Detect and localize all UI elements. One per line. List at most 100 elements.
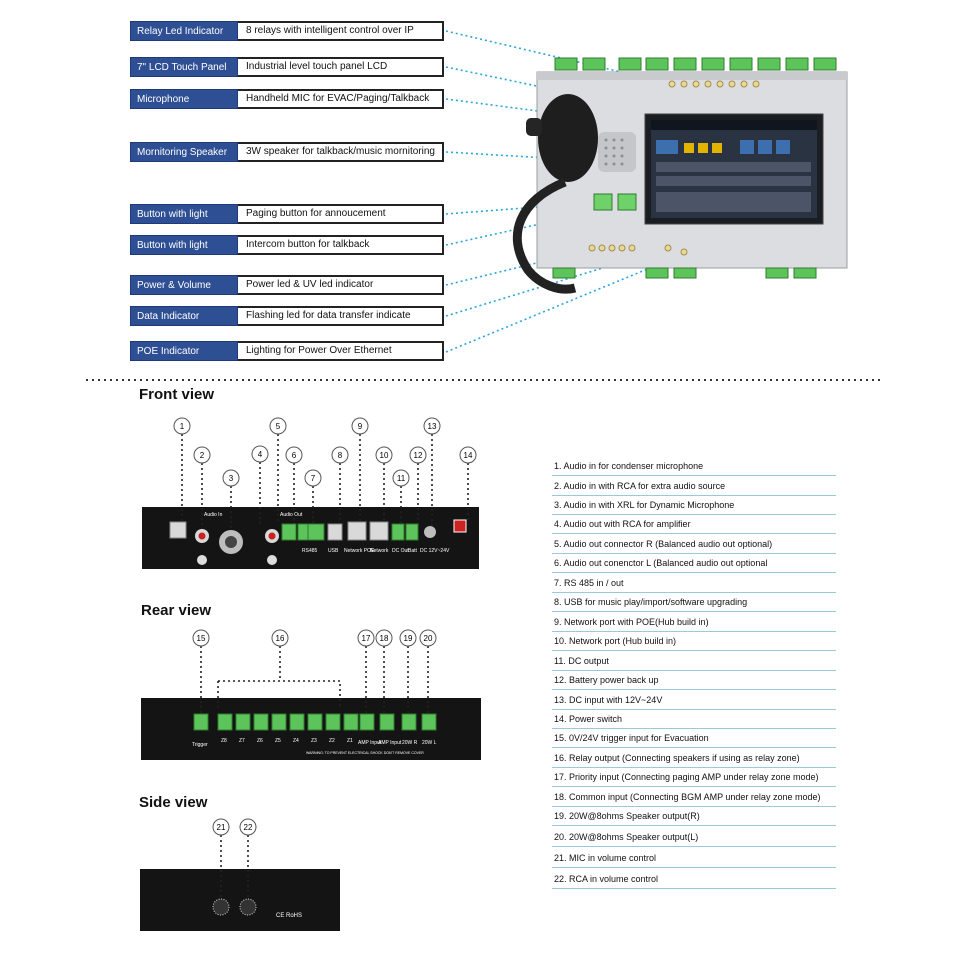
legend-item: 1. Audio in for condenser microphone bbox=[552, 458, 836, 476]
number-marker bbox=[351, 417, 369, 435]
zone-label: Z7 bbox=[239, 738, 245, 744]
audio-in-label: Audio In bbox=[204, 512, 223, 518]
number-marker bbox=[212, 818, 230, 836]
legend-item: 2. Audio in with RCA for extra audio sou… bbox=[552, 478, 836, 496]
number-marker bbox=[392, 469, 410, 487]
leader-line bbox=[445, 204, 626, 246]
side-view-title: Side view bbox=[139, 794, 208, 811]
leader-line bbox=[445, 247, 669, 317]
zone-label: Z3 bbox=[311, 738, 317, 744]
front-view-title: Front view bbox=[139, 386, 215, 403]
callout-tag: Data Indicator bbox=[130, 306, 238, 326]
number-marker bbox=[357, 629, 375, 647]
trigger-label: Trigger bbox=[192, 742, 208, 748]
batt-label: Batt bbox=[408, 548, 418, 554]
usb-label: USB bbox=[328, 548, 339, 554]
zone-label: Z6 bbox=[257, 738, 263, 744]
device-body bbox=[536, 57, 848, 279]
number-marker-label: 1 bbox=[180, 422, 185, 431]
number-marker bbox=[423, 417, 441, 435]
warning-label: WARNING: TO PREVENT ELECTRICAL SHOCK DON… bbox=[306, 751, 424, 755]
callout-tag: Mornitoring Speaker bbox=[130, 142, 238, 162]
amp-input-label-2: AMP Input bbox=[378, 740, 402, 746]
network-label: Network bbox=[370, 548, 389, 554]
number-marker-label: 7 bbox=[311, 474, 316, 483]
zone-label: Z2 bbox=[329, 738, 335, 744]
callout-description: Flashing led for data transfer indicate bbox=[238, 306, 444, 326]
number-marker-label: 19 bbox=[404, 634, 413, 643]
legend-item: 18. Common input (Connecting BGM AMP und… bbox=[552, 789, 836, 807]
callout-tag: Power & Volume bbox=[130, 275, 238, 295]
rs485-label: RS485 bbox=[302, 548, 318, 554]
callout-tag: Microphone bbox=[130, 89, 238, 109]
dc-out-label: DC Out bbox=[392, 548, 409, 554]
number-marker bbox=[331, 446, 349, 464]
callout-description: 8 relays with intelligent control over I… bbox=[238, 21, 444, 41]
leader-line bbox=[445, 66, 657, 112]
callout-description: 3W speaker for talkback/music mornitorin… bbox=[238, 142, 444, 162]
number-marker-label: 11 bbox=[397, 474, 406, 483]
number-marker bbox=[251, 445, 269, 463]
zone-label: Z5 bbox=[275, 738, 281, 744]
number-marker-label: 13 bbox=[428, 422, 437, 431]
legend-item: 13. DC input with 12V~24V bbox=[552, 692, 836, 710]
number-marker-label: 16 bbox=[276, 634, 285, 643]
legend-item: 3. Audio in with XRL for Dynamic Microph… bbox=[552, 497, 836, 515]
legend-item: 16. Relay output (Connecting speakers if… bbox=[552, 750, 836, 768]
amp-input-label-1: AMP Input bbox=[358, 740, 382, 746]
legend-item: 17. Priority input (Connecting paging AM… bbox=[552, 769, 836, 787]
number-marker-label: 3 bbox=[229, 474, 234, 483]
legend-item: 10. Network port (Hub build in) bbox=[552, 633, 836, 651]
number-marker bbox=[285, 446, 303, 464]
number-marker bbox=[304, 469, 322, 487]
callout-description: Paging button for annoucement bbox=[238, 204, 444, 224]
legend-item: 22. RCA in volume control bbox=[552, 871, 836, 889]
device-illustration bbox=[445, 30, 848, 353]
number-marker bbox=[409, 446, 427, 464]
out-l-label: 20W L bbox=[422, 740, 437, 746]
number-marker-label: 21 bbox=[217, 823, 226, 832]
legend-item: 21. MIC in volume control bbox=[552, 850, 836, 868]
callout-tag: POE Indicator bbox=[130, 341, 238, 361]
legend-item: 12. Battery power back up bbox=[552, 672, 836, 690]
number-marker-label: 10 bbox=[380, 451, 389, 460]
callout-description: Power led & UV led indicator bbox=[238, 275, 444, 295]
number-marker-label: 20 bbox=[424, 634, 433, 643]
network-poe-label: Network POE bbox=[344, 548, 375, 554]
zone-label: Z4 bbox=[293, 738, 299, 744]
number-marker bbox=[269, 417, 287, 435]
number-marker-label: 17 bbox=[362, 634, 371, 643]
number-marker-label: 8 bbox=[338, 451, 343, 460]
callout-description: Intercom button for talkback bbox=[238, 235, 444, 255]
number-marker bbox=[192, 629, 210, 647]
zone-label: Z1 bbox=[347, 738, 353, 744]
legend-item: 11. DC output bbox=[552, 653, 836, 671]
number-marker-label: 15 bbox=[197, 634, 206, 643]
number-marker-label: 14 bbox=[464, 451, 473, 460]
number-marker-label: 12 bbox=[414, 451, 423, 460]
dc-label: DC 12V~24V bbox=[420, 548, 450, 554]
legend-list: 1. Audio in for condenser microphone 2. A… bbox=[552, 458, 836, 890]
callout-description: Handheld MIC for EVAC/Paging/Talkback bbox=[238, 89, 444, 109]
number-marker bbox=[173, 417, 191, 435]
audio-out-label: Audio Out bbox=[280, 512, 303, 518]
number-marker-label: 18 bbox=[380, 634, 389, 643]
number-marker bbox=[459, 446, 477, 464]
callout-tag: 7" LCD Touch Panel bbox=[130, 57, 238, 77]
callout-description: Industrial level touch panel LCD bbox=[238, 57, 444, 77]
callout-tag: Button with light bbox=[130, 204, 238, 224]
number-marker bbox=[419, 629, 437, 647]
number-marker-label: 22 bbox=[244, 823, 253, 832]
callout-tag: Button with light bbox=[130, 235, 238, 255]
legend-item: 8. USB for music play/import/software up… bbox=[552, 594, 836, 612]
section-divider bbox=[86, 379, 880, 381]
